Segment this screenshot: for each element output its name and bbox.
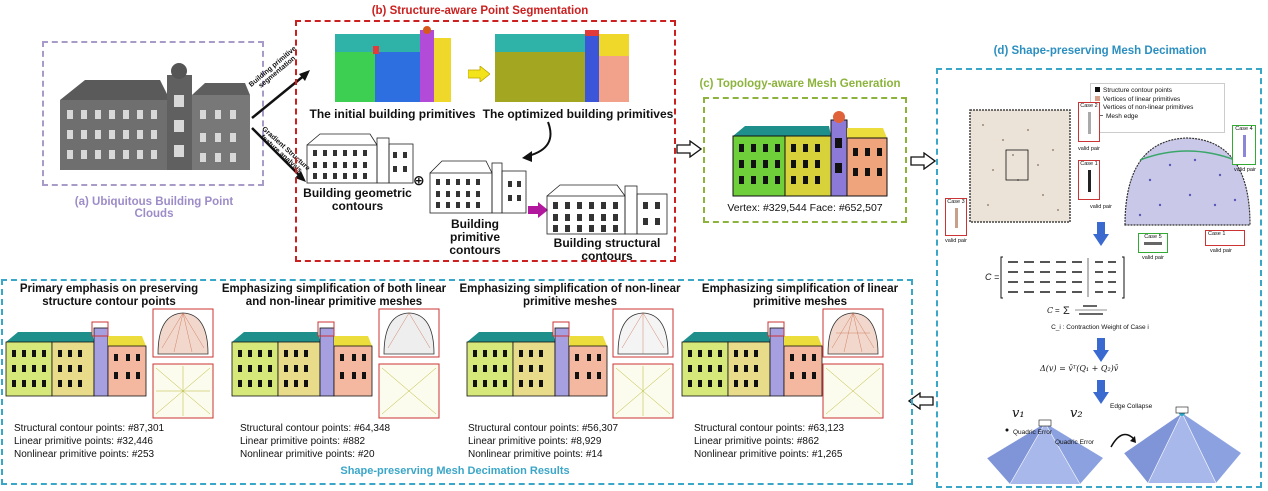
cost-formula: Δ(v) = v̄ᵀ(Q₁ + Q₂)v̄ — [1040, 364, 1119, 373]
svg-text:=: = — [1055, 306, 1060, 315]
optimized-primitives-image — [495, 30, 629, 102]
collapse-arrow — [1110, 433, 1136, 448]
section-a-box — [42, 41, 264, 186]
mesh-building-image — [732, 111, 888, 197]
decimation-mesh-image-left — [969, 109, 1071, 223]
point-cloud-building-image — [60, 63, 250, 170]
result-panel-1-title: Primary emphasis on preserving structure… — [19, 283, 199, 308]
result-panel-2-title: Emphasizing simplification of both linea… — [221, 283, 447, 308]
result-panel-1-stat-nonlinear: Nonlinear primitive points: #253 — [14, 449, 155, 460]
curved-arrow — [522, 121, 552, 162]
result-panel-4-building-image — [681, 321, 823, 397]
legend-item-nonlinear: Vertices of non-linear primitives — [1095, 104, 1220, 113]
primitive-contours-caption: Building primitive contours — [449, 217, 501, 257]
primitive-contours-image — [429, 160, 527, 214]
optimized-primitives-caption: The optimized building primitives — [482, 107, 674, 121]
v1-label: v₁ — [1012, 406, 1025, 421]
valid-pair-label-5: valid pair — [1142, 255, 1165, 261]
result-panel-2-stat-linear: Linear primitive points: #882 — [240, 436, 366, 447]
result-panel-4-title: Emphasizing simplification of linear pri… — [701, 283, 899, 308]
contraction-weight-matrix — [1000, 256, 1125, 299]
section-c-label: (c) Topology-aware Mesh Generation — [699, 78, 901, 90]
v2-label: v₂ — [1070, 406, 1083, 421]
result-panel-3-title: Emphasizing simplification of non-linear… — [459, 283, 681, 308]
case-3-box: Case 3 — [945, 198, 967, 236]
weight-caption: C_i : Contraction Weight of Case i — [1051, 324, 1149, 331]
arrows-a-to-b — [251, 70, 310, 182]
result-panel-3-stat-nonlinear: Nonlinear primitive points: #14 — [468, 449, 603, 460]
section-d-box — [936, 68, 1262, 488]
hollow-arrow-c-to-d — [910, 152, 936, 170]
result-panel-2-building-image — [231, 321, 373, 397]
result-panel-3-stat-linear: Linear primitive points: #8,929 — [468, 436, 602, 447]
case-2-box: Case 2 — [1078, 102, 1100, 142]
section-d-label: (d) Shape-preserving Mesh Decimation — [993, 45, 1207, 57]
legend-item-structure: Structure contour points — [1095, 87, 1220, 96]
case-1-box-top: Case 1 — [1078, 160, 1100, 200]
result-panel-4-stat-linear: Linear primitive points: #862 — [694, 436, 820, 447]
decimation-legend: Structure contour points Vertices of lin… — [1090, 83, 1225, 133]
mesh-stats: Vertex: #329,544 Face: #652,507 — [727, 202, 883, 214]
geometric-contours-caption: Building geometric contours — [303, 186, 412, 213]
blue-down-arrow-3 — [1093, 380, 1109, 404]
geometric-contours-image — [306, 133, 414, 184]
magenta-arrow — [528, 202, 548, 218]
valid-pair-label-3: valid pair — [945, 238, 968, 244]
result-panel-3-zoom-images — [612, 308, 674, 419]
results-box — [1, 279, 913, 485]
result-panel-1-stat-linear: Linear primitive points: #32,446 — [14, 436, 153, 447]
hollow-arrow-d-to-results — [908, 392, 934, 410]
valid-pair-label-6: valid pair — [1210, 248, 1233, 254]
yellow-arrow-1 — [468, 66, 490, 82]
section-b-label: (b) Structure-aware Point Segmentation — [371, 5, 589, 17]
valid-pair-label-4: valid pair — [1234, 167, 1257, 173]
blue-down-arrow-1 — [1093, 222, 1109, 246]
result-panel-1-building-image — [5, 321, 147, 397]
result-panel-4-stat-nonlinear: Nonlinear primitive points: #1,265 — [694, 449, 843, 460]
section-b-box — [295, 20, 676, 262]
result-panel-1-zoom-images — [152, 308, 214, 419]
results-label: Shape-preserving Mesh Decimation Results — [340, 465, 570, 477]
structural-contours-caption: Building structural contours — [553, 236, 661, 263]
result-panel-2-zoom-images — [378, 308, 440, 419]
svg-text:C: C — [1047, 306, 1053, 315]
weight-sum-formula: C = Σ — [1047, 305, 1107, 317]
case-1-box-bottom: Case 1 — [1205, 230, 1245, 246]
initial-primitives-caption: The initial building primitives — [309, 107, 476, 121]
result-panel-2-stat-structural: Structural contour points: #64,348 — [240, 423, 391, 434]
case-5-box: Case 5 — [1138, 233, 1168, 253]
result-panel-3-stat-structural: Structural contour points: #56,307 — [468, 423, 619, 434]
valid-pair-label-2: valid pair — [1090, 204, 1113, 210]
section-c-box — [703, 97, 907, 223]
mesh-before-collapse-image — [986, 419, 1103, 485]
quadric-error-label-1: Quadric Error — [1013, 429, 1053, 436]
legend-item-edge: Mesh edge — [1095, 113, 1220, 122]
blue-down-arrow-2 — [1093, 338, 1109, 362]
quadric-error-label-2: Quadric Error — [1055, 439, 1095, 446]
result-panel-1-stat-structural: Structural contour points: #87,301 — [14, 423, 165, 434]
valid-pair-label-1: valid pair — [1078, 146, 1101, 152]
result-panel-4-stat-structural: Structural contour points: #63,123 — [694, 423, 845, 434]
decimation-dome-image — [1124, 137, 1251, 226]
legend-item-linear: Vertices of linear primitives — [1095, 95, 1220, 105]
section-a-label: (a) Ubiquitous Building Point Clouds — [74, 196, 234, 220]
case-4-box: Case 4 — [1232, 125, 1256, 165]
result-panel-4-zoom-images — [822, 308, 884, 419]
matrix-label: C = — [985, 272, 1000, 282]
initial-primitives-image — [335, 26, 451, 102]
oplus-symbol: ⊕ — [413, 172, 425, 188]
edge-collapse-label: Edge Collapse — [1110, 403, 1153, 410]
svg-text:Σ: Σ — [1063, 305, 1070, 317]
mesh-after-collapse-image — [1123, 406, 1241, 484]
structural-contours-image — [546, 184, 668, 235]
result-panel-2-stat-nonlinear: Nonlinear primitive points: #20 — [240, 449, 375, 460]
result-panel-3-building-image — [466, 321, 608, 397]
hollow-arrow-b-to-c — [676, 140, 702, 158]
